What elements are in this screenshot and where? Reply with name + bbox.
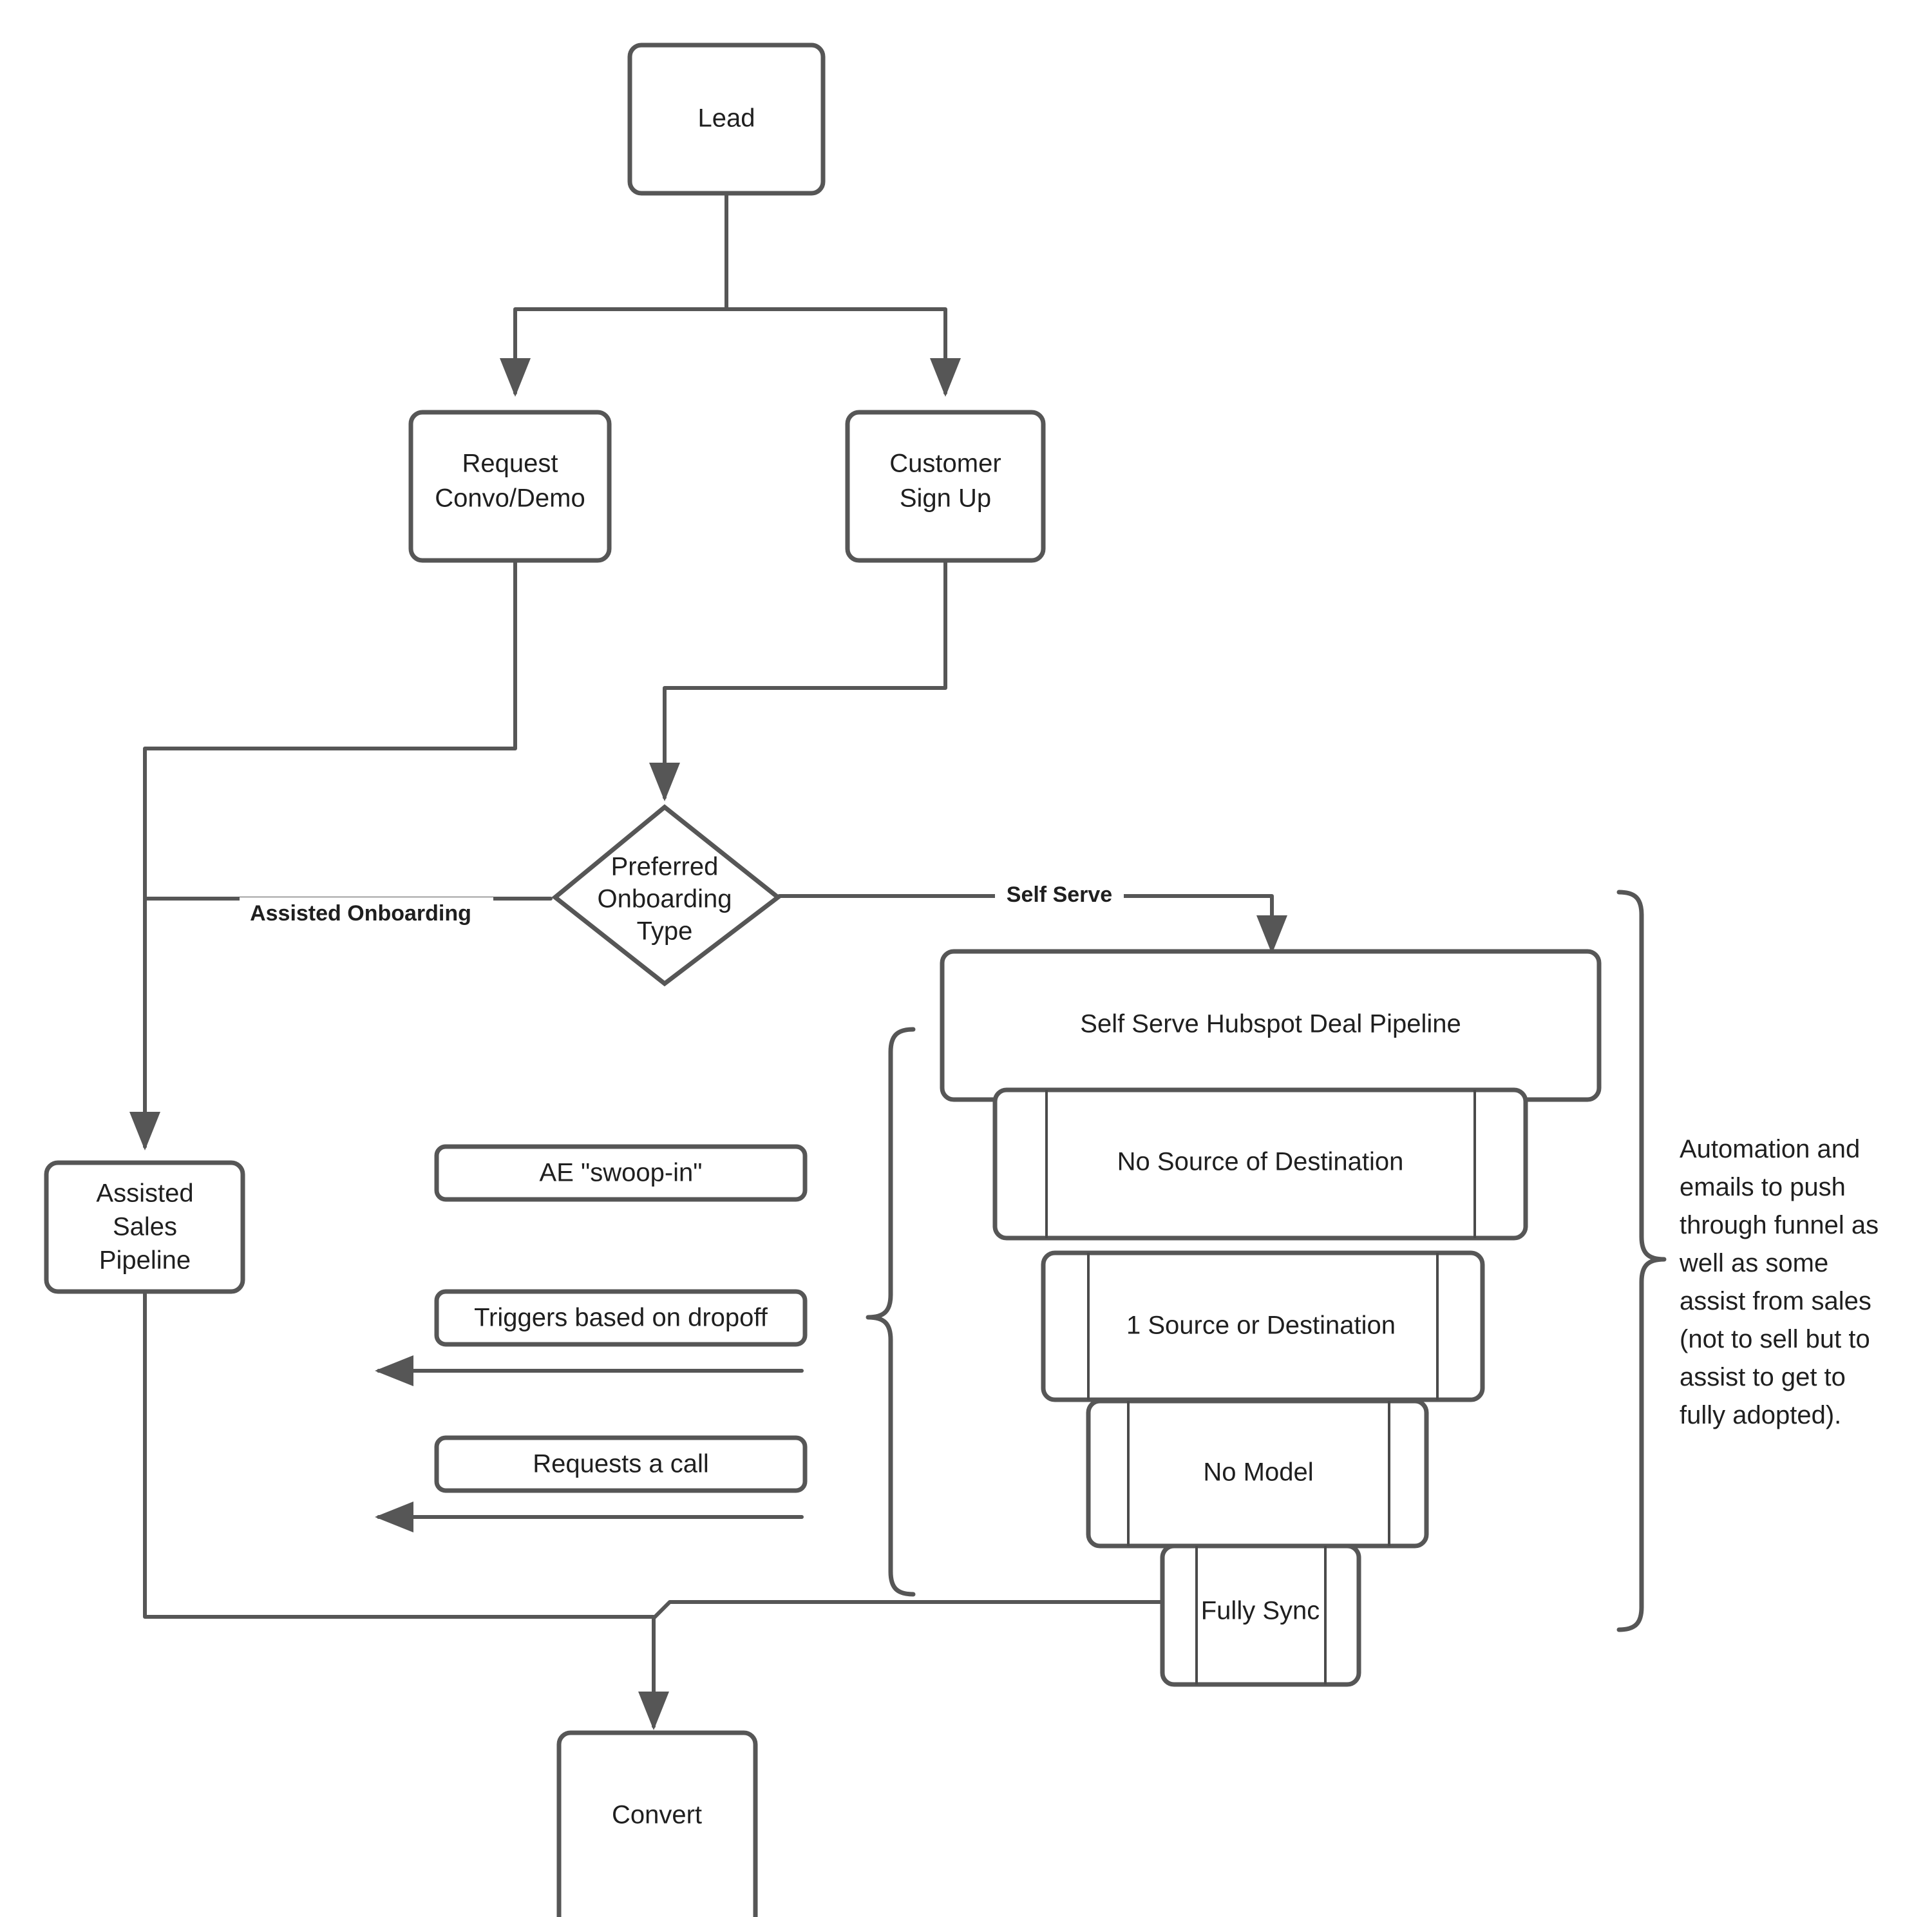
node-lead[interactable] <box>627 43 826 196</box>
automation-note-line-0: Automation and <box>1680 1135 1860 1163</box>
node-decision-label-1: Preferred <box>611 853 719 881</box>
node-assisted-sales-pipeline[interactable] <box>44 1160 245 1294</box>
edge-lead-to-request <box>500 307 728 397</box>
node-decision-preferred-onboarding-type[interactable] <box>551 804 782 987</box>
automation-note-line-4: assist from sales <box>1680 1287 1871 1315</box>
edge-fullysync-to-convert <box>652 1600 1164 1620</box>
node-decision-label-2: Onboarding <box>597 885 732 913</box>
node-decision-label-3: Type <box>637 917 693 946</box>
funnel-level-4-label: Fully Sync <box>1201 1597 1320 1625</box>
node-triggers-based-on-dropoff[interactable] <box>434 1289 808 1347</box>
node-triggers-based-on-dropoff-label: Triggers based on dropoff <box>474 1304 768 1332</box>
edge-request-to-assisted <box>129 558 517 1150</box>
automation-note-line-3: well as some <box>1679 1249 1828 1277</box>
edge-label-self-serve: Self Serve <box>1007 882 1112 907</box>
node-request-convo-demo-label-2: Convo/Demo <box>435 484 585 513</box>
funnel-level-0-label: Self Serve Hubspot Deal Pipeline <box>1080 1010 1461 1038</box>
node-customer-sign-up-label-2: Sign Up <box>900 484 991 513</box>
edge-assisted-to-convert <box>143 1290 669 1730</box>
node-ae-swoop-in[interactable] <box>434 1144 808 1202</box>
node-request-convo-demo[interactable] <box>408 410 612 563</box>
right-curly-brace <box>1616 890 1667 1632</box>
edge-decision-self-serve <box>777 894 1287 954</box>
node-requests-a-call-label: Requests a call <box>533 1450 708 1478</box>
edge-label-assisted-onboarding: Assisted Onboarding <box>250 901 471 926</box>
automation-note-line-2: through funnel as <box>1680 1211 1879 1239</box>
node-assisted-sales-pipeline-label-2: Sales <box>113 1213 177 1241</box>
edge-lead-to-signup <box>724 307 961 397</box>
edge-label-self-serve-bg <box>995 880 1124 912</box>
node-requests-a-call[interactable] <box>434 1435 808 1493</box>
automation-note-line-1: emails to push <box>1680 1173 1846 1201</box>
funnel-level-1-label: No Source of Destination <box>1117 1148 1404 1176</box>
automation-note-line-6: assist to get to <box>1680 1363 1846 1391</box>
automation-note-line-7: fully adopted). <box>1680 1401 1841 1429</box>
funnel-level-4-outer[interactable] <box>1160 1543 1361 1687</box>
node-request-convo-demo-label-1: Request <box>462 450 558 478</box>
node-lead-label: Lead <box>698 104 755 133</box>
node-assisted-sales-pipeline-label-3: Pipeline <box>99 1246 191 1275</box>
edge-signup-to-decision <box>649 558 947 801</box>
node-assisted-sales-pipeline-label-1: Assisted <box>96 1179 193 1208</box>
node-ae-swoop-in-label: AE "swoop-in" <box>540 1159 703 1187</box>
automation-note-line-5: (not to sell but to <box>1680 1325 1870 1353</box>
node-customer-sign-up-label-1: Customer <box>889 450 1001 478</box>
node-convert-label: Convert <box>612 1801 702 1829</box>
funnel-level-2-label: 1 Source or Destination <box>1126 1311 1396 1340</box>
node-convert[interactable] <box>556 1730 758 1917</box>
left-curly-brace <box>866 1027 916 1597</box>
funnel-level-1-outer[interactable] <box>992 1087 1528 1241</box>
node-customer-sign-up[interactable] <box>845 410 1046 563</box>
funnel-level-3-label: No Model <box>1203 1458 1313 1487</box>
edge-label-assisted-onboarding-bg <box>240 897 493 931</box>
